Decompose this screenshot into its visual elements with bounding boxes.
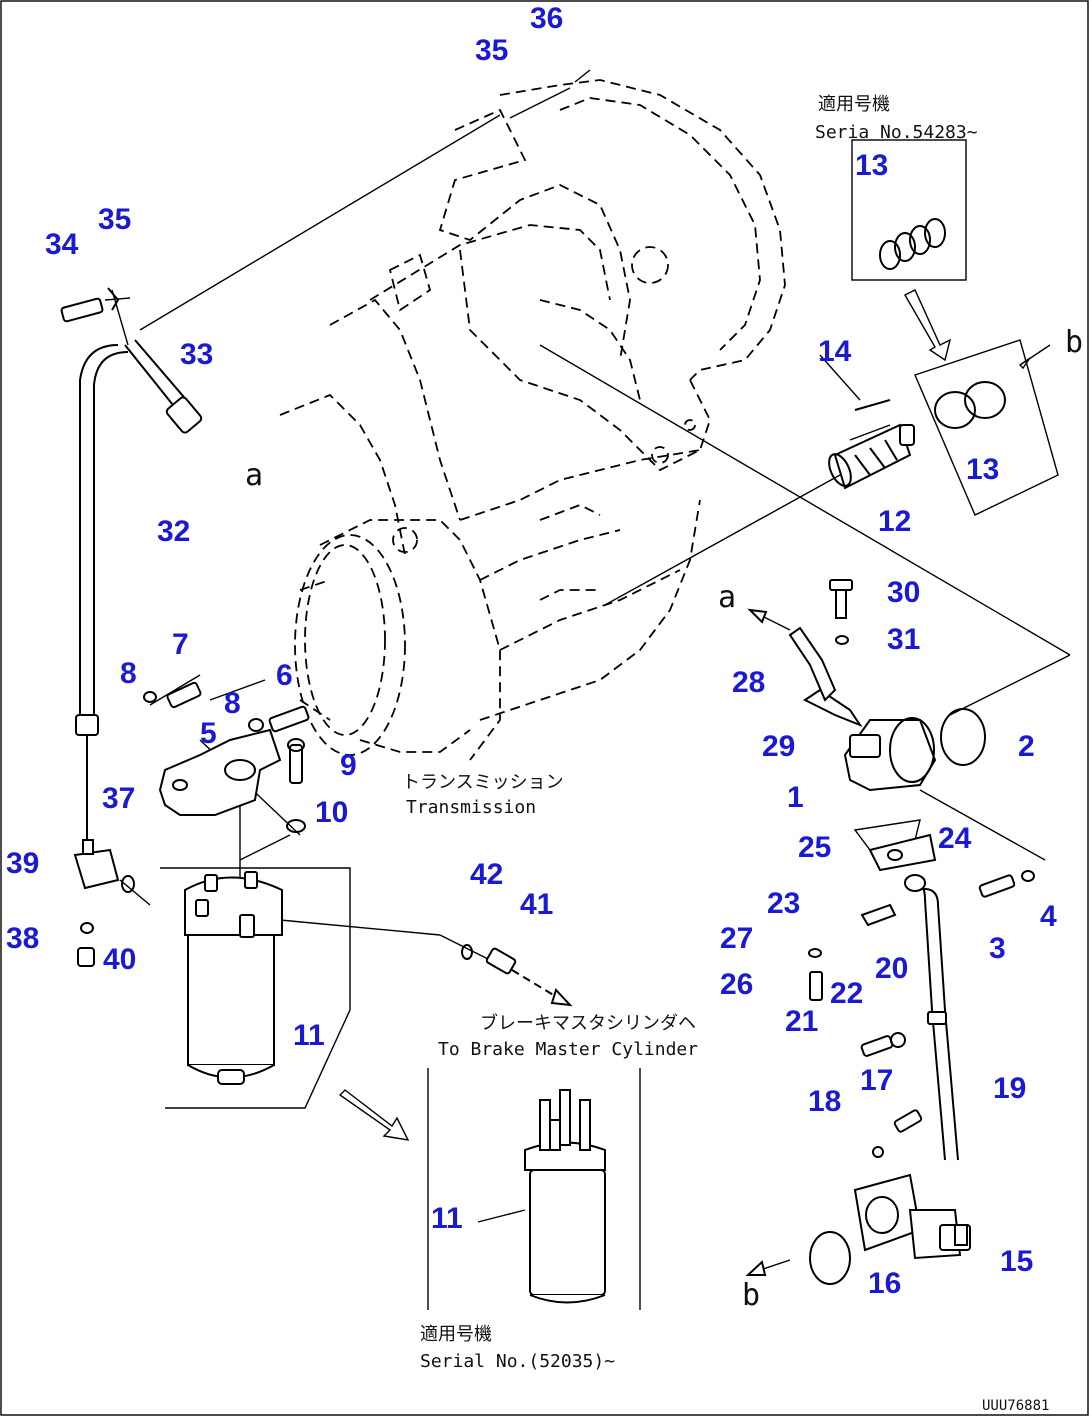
ref-letter-a: a [245,458,263,493]
callout-27: 27 [720,922,753,955]
callout-3: 3 [989,932,1006,965]
callout-labels: 36 35 34 35 33 32 13 14 12 13 30 31 28 2… [6,2,1057,1300]
callout-18: 18 [808,1085,841,1118]
bracket-5 [143,681,310,833]
serial-note-top-jp: 適用号機 [818,94,890,115]
callout-24: 24 [938,822,972,855]
callout-17: 17 [860,1064,893,1097]
callout-36: 36 [530,2,563,35]
callout-19: 19 [993,1072,1026,1105]
pipe-32 [60,287,203,850]
callout-23: 23 [767,887,800,920]
ref-letter-b: b [742,1278,760,1313]
callout-7: 7 [172,628,189,661]
callout-15: 15 [1000,1245,1033,1278]
serial-note-top: Seria No.54283~ [815,122,978,143]
callout-4: 4 [1040,900,1057,933]
brake-label: To Brake Master Cylinder [438,1039,698,1060]
brake-label-jp: ブレーキマスタシリンダヘ [480,1012,696,1034]
callout-40: 40 [103,943,136,976]
callout-38: 38 [6,922,39,955]
callout-26: 26 [720,968,753,1001]
callout-21: 21 [785,1005,818,1038]
arrow-to-variant [338,1089,410,1141]
callout-34: 34 [45,228,79,261]
callout-37: 37 [102,782,135,815]
callout-30: 30 [887,576,920,609]
transmission-label-jp: トランスミッション [402,772,564,793]
transmission-housing [279,79,786,761]
callout-9: 9 [340,749,357,782]
callout-11: 11 [293,1019,325,1052]
callout-35: 35 [475,34,508,67]
callout-8: 8 [224,687,241,720]
callout-28: 28 [732,666,765,699]
callout-2: 2 [1018,730,1035,763]
callout-31: 31 [887,623,920,656]
callout-35: 35 [98,203,131,236]
fittings-41-42 [461,944,573,1007]
callout-13: 13 [966,453,999,486]
callout-14: 14 [818,335,852,368]
leader-lines [104,69,1071,966]
serial-note-bottom: Serial No.(52035)~ [420,1351,615,1372]
callout-5: 5 [200,717,217,750]
callout-39: 39 [6,847,39,880]
filter-11-bottom [427,1068,641,1310]
pump-1 [747,579,986,872]
callout-29: 29 [762,730,795,763]
part-13-box [851,139,1059,516]
notes: 適用号機 Seria No.54283~ トランスミッション Transmiss… [402,94,1049,1414]
reference-letters: a a b b [245,325,1083,1313]
drawing-number: UUU76881 [982,1398,1049,1414]
callout-6: 6 [276,659,293,692]
callout-8: 8 [120,657,137,690]
callout-16: 16 [868,1267,901,1300]
callout-10: 10 [315,796,348,829]
serial-note-bottom-jp: 適用号機 [420,1324,492,1345]
callout-32: 32 [157,515,190,548]
pipe-19 [745,870,1035,1285]
callout-33: 33 [180,338,213,371]
callout-13: 13 [855,149,888,182]
callout-12: 12 [878,505,911,538]
callout-11: 11 [431,1202,463,1235]
callout-42: 42 [470,858,503,891]
strainer-12 [828,399,915,490]
ref-letter-b: b [1065,325,1083,360]
callout-41: 41 [520,888,553,921]
transmission-label: Transmission [406,797,536,818]
callout-1: 1 [787,781,804,814]
filter-11-top [160,867,351,1109]
tee-37 [73,839,135,967]
callout-25: 25 [798,831,831,864]
callout-22: 22 [830,977,863,1010]
callout-20: 20 [875,952,908,985]
ref-letter-a: a [718,580,736,615]
